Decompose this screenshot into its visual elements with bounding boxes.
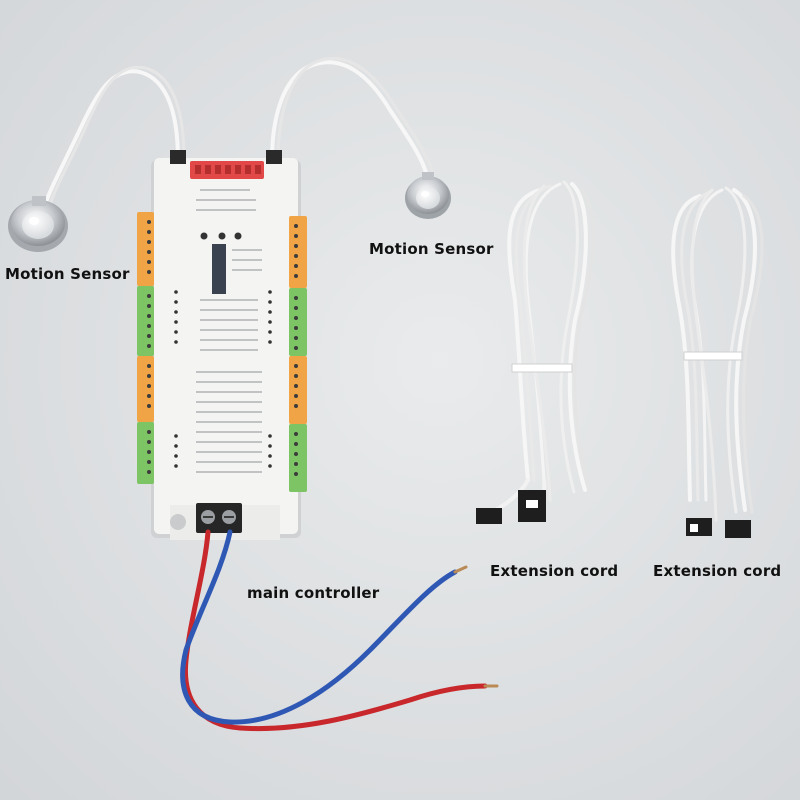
printed-markings: [196, 189, 262, 473]
extension-cord-2: [671, 186, 764, 538]
power-wires: [180, 529, 499, 732]
motion-sensor-left: [8, 196, 68, 252]
terminal-orange-right-2: [289, 356, 307, 424]
extension-cord-2-label: Extension cord: [653, 562, 782, 580]
main-controller: [137, 150, 307, 540]
terminal-orange-left-2: [137, 356, 154, 422]
terminal-orange-right-1: [289, 216, 307, 288]
sensor-wires: [43, 56, 436, 207]
display-window: [212, 244, 226, 294]
terminal-green-right-1: [289, 288, 307, 356]
terminal-green-left-2: [137, 422, 154, 484]
red-wire: [182, 529, 488, 732]
motion-sensor-right: [405, 172, 451, 219]
main-controller-label: main controller: [247, 584, 380, 602]
terminal-orange-left-1: [137, 212, 154, 286]
motion-sensor-left-label: Motion Sensor: [5, 265, 130, 283]
status-leds: [200, 232, 242, 240]
motion-sensor-right-label: Motion Sensor: [369, 240, 494, 258]
terminal-green-right-2: [289, 424, 307, 492]
extension-cord-1-label: Extension cord: [490, 562, 619, 580]
extension-cord-1: [476, 180, 595, 524]
blue-wire: [180, 529, 458, 725]
terminal-green-left-1: [137, 286, 154, 356]
